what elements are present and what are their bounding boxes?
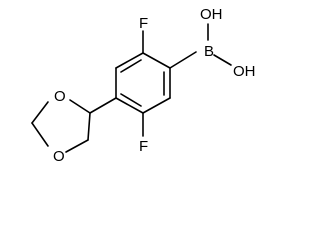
oxygen-ring-top-label: O [54, 88, 66, 105]
fluorine-bottom-label: F [139, 138, 148, 155]
bond-to-boron [169, 51, 197, 69]
bond-to-acetal-carbon [89, 97, 117, 114]
structure-diagram: B OH OH F F O O [31, 6, 256, 165]
boron-label: B [204, 43, 214, 60]
hydroxyl-top-label: OH [200, 6, 223, 23]
dioxolane-ring [31, 99, 91, 153]
bond-boron-oh-right [213, 54, 232, 66]
molecule-drawing: B OH OH F F O O [31, 6, 256, 165]
dioxolane-bond-ch2-ch2 [31, 122, 49, 147]
fluorine-top-label: F [139, 15, 148, 32]
ring-bond-1 [142, 52, 171, 69]
ring-double-bond-top [120, 59, 142, 73]
ring-bond-4 [115, 97, 144, 114]
ring-bond-6 [115, 52, 144, 69]
hydroxyl-right-label: OH [233, 63, 256, 80]
dioxolane-bond-ch2-o [65, 139, 89, 153]
oxygen-ring-bottom-label: O [53, 148, 65, 165]
dioxolane-bond-o-c [87, 112, 91, 141]
ring-bond-3 [142, 97, 171, 114]
dioxolane-bond-c-o-top [69, 99, 91, 114]
dioxolane-bond-o-ch2 [31, 101, 49, 124]
ring-double-bond-bottom [120, 93, 142, 107]
benzene-ring [115, 52, 171, 114]
